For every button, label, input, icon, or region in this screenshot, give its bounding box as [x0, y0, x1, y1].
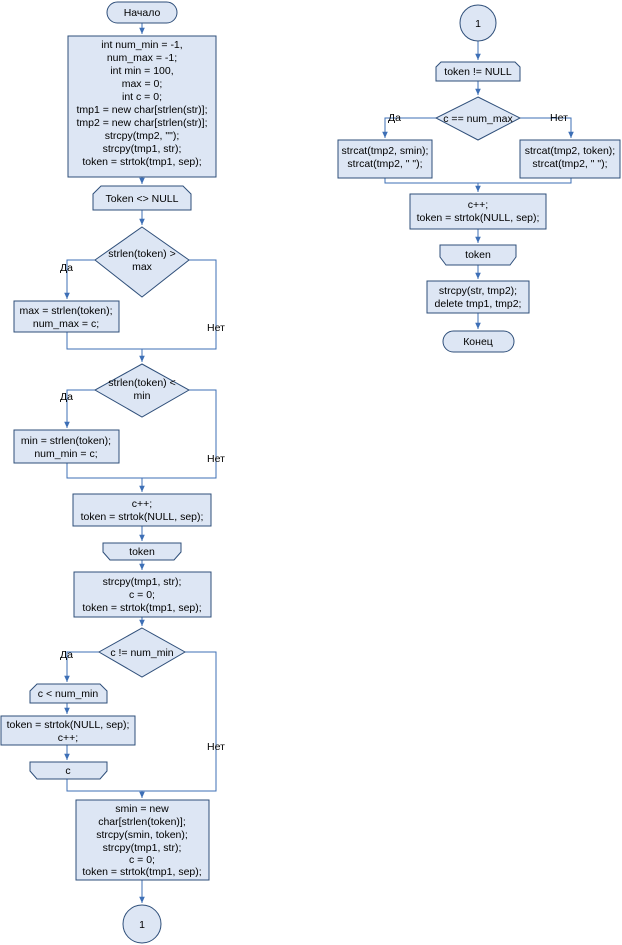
loop2-end-label: c	[65, 765, 70, 777]
set-min-line: min = strlen(token);	[21, 435, 111, 447]
init-line: int min = 100,	[110, 65, 173, 77]
init-line: max = 0;	[122, 78, 163, 90]
reset-process: strcpy(tmp1, str); c = 0; token = strtok…	[73, 571, 212, 618]
decision-min: strlen(token) < min	[93, 363, 191, 418]
off-page-connector-out: 1	[122, 904, 162, 944]
smin-line: token = strtok(tmp1, sep);	[82, 866, 201, 878]
no-label: Нет	[550, 112, 568, 124]
init-line: num_max = -1;	[107, 52, 177, 64]
step1-process: c++; token = strtok(NULL, sep);	[72, 493, 212, 527]
yes-label: Да	[60, 262, 73, 274]
step1-line: c++;	[132, 498, 152, 510]
smin-line: c = 0;	[129, 854, 155, 866]
decision-numin: c != num_min	[97, 627, 187, 678]
init-line: strcpy(tmp1, str);	[103, 143, 182, 155]
smin-line: char[strlen(token)];	[98, 816, 186, 828]
left-connectors	[64, 23, 217, 903]
right-step-line: token = strtok(NULL, sep);	[417, 212, 540, 224]
right-connectors	[382, 41, 574, 329]
yes-branch-line: strcat(tmp2, " ");	[347, 158, 422, 170]
yes-label: Да	[60, 649, 73, 661]
final-line: delete tmp1, tmp2;	[435, 298, 522, 310]
right-loop-start: token != NULL	[435, 61, 521, 82]
init-line: tmp1 = new char[strlen(str)];	[77, 104, 208, 116]
set-max-line: max = strlen(token);	[19, 305, 112, 317]
smin-line: smin = new	[115, 803, 169, 815]
reset-line: token = strtok(tmp1, sep);	[82, 602, 201, 614]
right-loop-end-label: token	[465, 249, 491, 261]
smin-process: smin = new char[strlen(token)]; strcpy(s…	[75, 799, 210, 881]
final-process: strcpy(str, tmp2); delete tmp1, tmp2;	[426, 280, 530, 314]
reset-line: strcpy(tmp1, str);	[103, 576, 182, 588]
no-label: Нет	[207, 453, 225, 465]
end-label: Конец	[463, 336, 493, 348]
reset-line: c = 0;	[129, 589, 155, 601]
decision-numin-label: c != num_min	[110, 647, 173, 659]
loop2-start: c < num_min	[29, 683, 108, 704]
right-step-line: c++;	[468, 199, 488, 211]
set-max-process: max = strlen(token); num_max = c;	[13, 300, 120, 333]
final-line: strcpy(str, tmp2);	[439, 285, 517, 297]
loop1-start-label: Token <> NULL	[106, 193, 179, 205]
decision-max-line: max	[132, 261, 153, 273]
yes-label: Да	[60, 391, 73, 403]
decision-numax-label: c == num_max	[443, 113, 513, 125]
init-line: strcpy(tmp2, "");	[105, 130, 180, 142]
start-terminator: Начало	[106, 1, 178, 24]
yes-branch-process: strcat(tmp2, smin); strcat(tmp2, " ");	[337, 139, 433, 179]
set-min-process: min = strlen(token); num_min = c;	[13, 429, 120, 464]
loop2-end: c	[29, 761, 108, 780]
loop1-start: Token <> NULL	[92, 185, 192, 211]
loop2-start-label: c < num_min	[38, 688, 99, 700]
right-loop-start-label: token != NULL	[444, 66, 512, 78]
yes-branch-line: strcat(tmp2, smin);	[342, 145, 429, 157]
start-label: Начало	[124, 7, 161, 19]
smin-line: strcpy(smin, token);	[96, 829, 188, 841]
init-process: int num_min = -1, num_max = -1; int min …	[67, 35, 217, 178]
init-line: token = strtok(tmp1, sep);	[82, 156, 201, 168]
loop2-body-line: token = strtok(NULL, sep);	[7, 719, 130, 731]
loop2-body: token = strtok(NULL, sep); c++;	[0, 715, 136, 746]
smin-line: strcpy(tmp1, str);	[103, 842, 182, 854]
loop1-end: token	[102, 542, 182, 561]
step1-line: token = strtok(NULL, sep);	[81, 511, 204, 523]
no-branch-line: strcat(tmp2, token);	[525, 145, 615, 157]
right-loop-end: token	[439, 244, 517, 266]
off-page-connector-in: 1	[459, 4, 497, 42]
decision-max: strlen(token) > max	[94, 226, 190, 298]
yes-label: Да	[388, 112, 401, 124]
no-label: Нет	[207, 741, 225, 753]
loop1-end-label: token	[129, 546, 155, 558]
init-line: int num_min = -1,	[101, 39, 182, 51]
decision-numax: c == num_max	[434, 96, 522, 141]
set-min-line: num_min = c;	[34, 448, 97, 460]
decision-max-line: strlen(token) >	[108, 248, 175, 260]
right-step-process: c++; token = strtok(NULL, sep);	[409, 193, 547, 230]
no-label: Нет	[207, 322, 225, 334]
init-line: tmp2 = new char[strlen(str)];	[77, 117, 208, 129]
init-line: int c = 0;	[122, 91, 162, 103]
end-terminator: Конец	[442, 330, 515, 353]
loop2-body-line: c++;	[58, 732, 78, 744]
set-max-line: num_max = c;	[33, 318, 99, 330]
decision-min-line: strlen(token) <	[108, 377, 175, 389]
no-branch-process: strcat(tmp2, token); strcat(tmp2, " ");	[519, 139, 621, 179]
decision-min-line: min	[134, 390, 151, 402]
connector-in-label: 1	[475, 18, 481, 30]
no-branch-line: strcat(tmp2, " ");	[532, 158, 607, 170]
connector-out-label: 1	[139, 919, 145, 931]
